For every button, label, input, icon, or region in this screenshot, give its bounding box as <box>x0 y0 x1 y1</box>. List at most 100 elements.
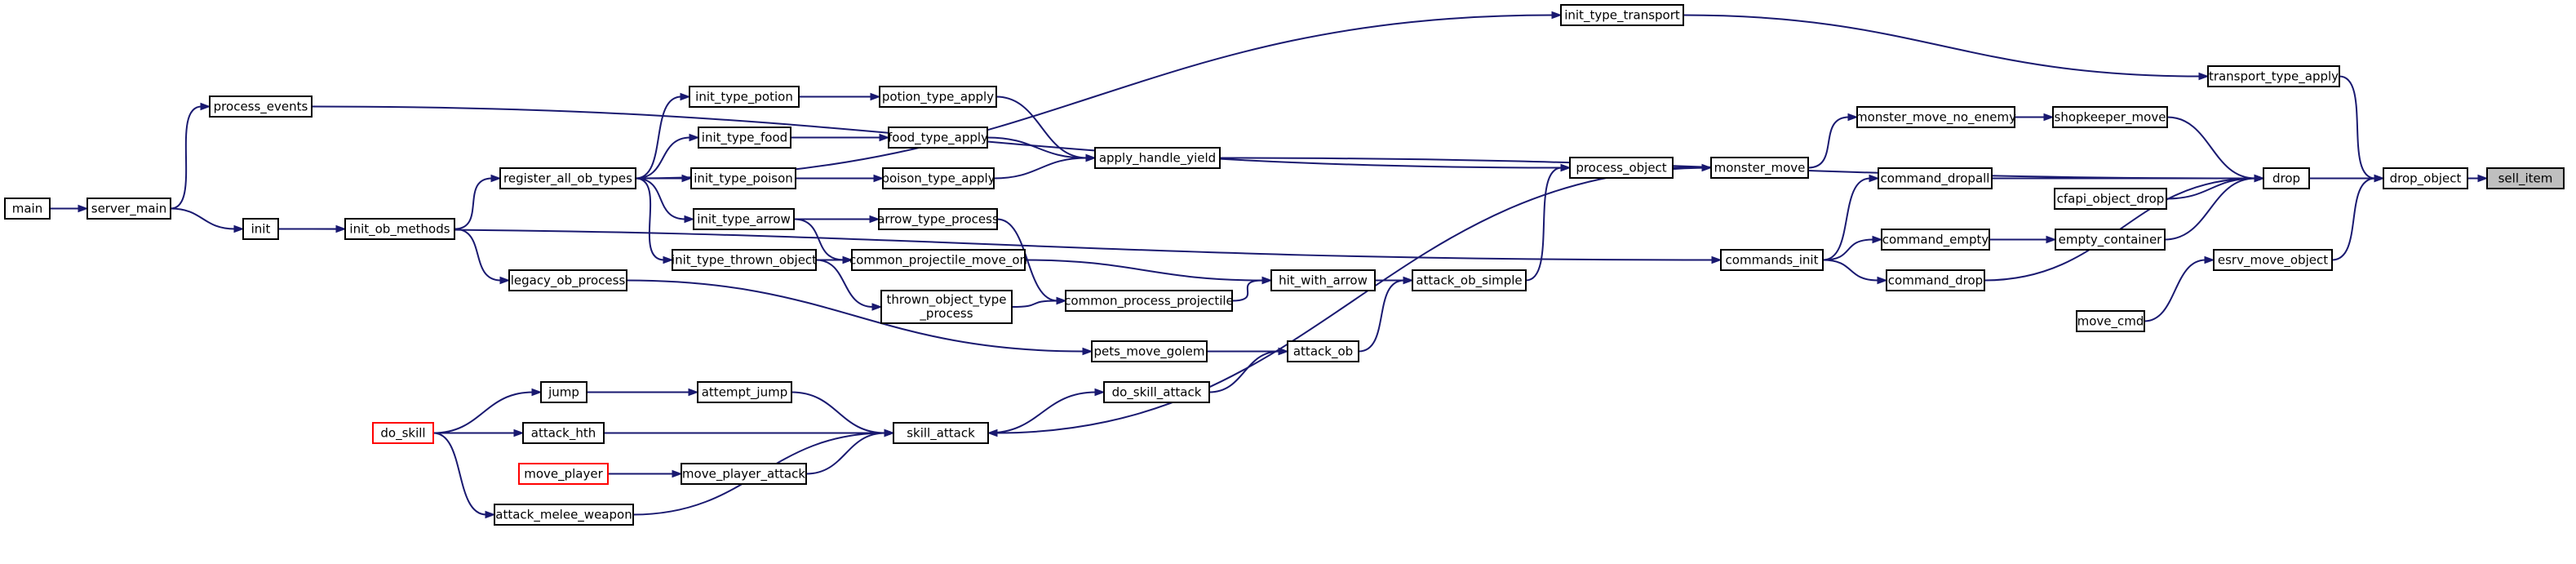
edge-line <box>432 432 487 516</box>
node-box <box>4 198 51 220</box>
edge-line <box>1011 300 1058 308</box>
node-label: thrown_object_type <box>887 292 1007 308</box>
node-attack-melee-weapon[interactable]: attack_melee_weapon <box>494 504 634 526</box>
node-pets-move-golem[interactable]: pets_move_golem <box>1091 340 1208 362</box>
node-box <box>879 86 997 108</box>
edge-common-process-projectile-to-hit-with-arrow <box>1231 276 1273 302</box>
edge-commands-init-to-command-empty <box>1822 235 1883 261</box>
edge-arrowhead <box>1056 296 1067 305</box>
node-box <box>1856 106 2015 128</box>
node-food-type-apply[interactable]: food_type_apply <box>888 127 988 149</box>
node-init-ob-methods[interactable]: init_ob_methods <box>344 218 455 240</box>
node-box <box>522 422 605 444</box>
node-label: move_player_attack <box>682 467 805 482</box>
node-box <box>2055 229 2166 251</box>
node-jump[interactable]: jump <box>540 381 587 403</box>
node-server-main[interactable]: server_main <box>86 198 171 220</box>
node-label: move_player <box>524 467 603 482</box>
node-command-empty[interactable]: command_empty <box>1881 229 1990 251</box>
node-box <box>1094 147 1221 169</box>
node-empty-container[interactable]: empty_container <box>2055 229 2166 251</box>
node-move-player[interactable]: move_player <box>518 463 609 485</box>
edge-arrowhead <box>684 215 695 224</box>
node-main[interactable]: main <box>4 198 51 220</box>
node-do-skill[interactable]: do_skill <box>372 422 434 444</box>
node-potion-type-apply[interactable]: potion_type_apply <box>879 86 997 108</box>
edge-line <box>815 259 874 308</box>
edge-arrowhead <box>1877 276 1888 285</box>
node-apply-handle-yield[interactable]: apply_handle_yield <box>1094 147 1221 169</box>
node-label: skill_attack <box>907 426 975 442</box>
node-register-all-ob-types[interactable]: register_all_ob_types <box>499 167 636 189</box>
node-move-cmd[interactable]: move_cmd <box>2076 310 2145 332</box>
node-thrown-object-type-process[interactable]: thrown_object_type_process <box>880 290 1013 324</box>
node-init-type-thrown-object[interactable]: init_type_thrown_object <box>672 249 817 271</box>
node-attempt-jump[interactable]: attempt_jump <box>697 381 792 403</box>
node-transport-type-apply[interactable]: transport_type_apply <box>2207 65 2340 87</box>
node-command-dropall[interactable]: command_dropall <box>1878 167 1993 189</box>
node-drop-object[interactable]: drop_object <box>2383 167 2468 189</box>
edge-skill-attack-to-do-skill-attack <box>987 388 1106 434</box>
node-legacy-ob-process[interactable]: legacy_ob_process <box>508 269 627 291</box>
node-label: food_type_apply <box>888 131 988 146</box>
edge-line <box>170 207 236 230</box>
node-label: drop_object <box>2390 171 2462 187</box>
node-label: sell_item <box>2498 171 2553 187</box>
edge-arrowhead <box>2374 174 2385 183</box>
node-do-skill-attack[interactable]: do_skill_attack <box>1103 381 1210 403</box>
node-box <box>2213 249 2333 271</box>
node-box <box>1270 269 1376 291</box>
node-label: init_type_potion <box>695 90 793 105</box>
node-drop[interactable]: drop <box>2263 167 2310 189</box>
node-commands-init[interactable]: commands_init <box>1720 249 1824 271</box>
node-common-projectile-move-on[interactable]: common_projectile_move_on <box>849 249 1027 271</box>
edge-arrowhead <box>884 429 895 437</box>
node-common-process-projectile[interactable]: common_process_projectile <box>1064 290 1234 312</box>
node-monster-move[interactable]: monster_move <box>1710 157 1809 179</box>
node-label: shopkeeper_move <box>2055 110 2166 126</box>
node-process-events[interactable]: process_events <box>209 95 313 118</box>
edge-poison-type-apply-to-apply-handle-yield <box>993 153 1097 180</box>
node-init-type-potion[interactable]: init_type_potion <box>689 86 800 108</box>
node-box <box>1569 157 1674 179</box>
node-cfapi-object-drop[interactable]: cfapi_object_drop <box>2054 188 2167 210</box>
node-move-player-attack[interactable]: move_player_attack <box>681 463 807 485</box>
node-init-type-food[interactable]: init_type_food <box>698 127 791 149</box>
node-monster-move-no-enemy[interactable]: monster_move_no_enemy <box>1856 106 2016 128</box>
edge-arrowhead <box>1847 113 1859 122</box>
node-box <box>2207 65 2340 87</box>
node-box <box>672 249 817 271</box>
edge-line <box>1822 177 1871 261</box>
node-command-drop[interactable]: command_drop <box>1886 269 1985 291</box>
node-init-type-arrow[interactable]: init_type_arrow <box>693 208 795 230</box>
node-label: jump <box>548 385 579 400</box>
edge-line <box>454 177 493 230</box>
node-init-type-transport[interactable]: init_type_transport <box>1560 4 1684 26</box>
node-skill-attack[interactable]: skill_attack <box>893 422 989 444</box>
node-attack-ob[interactable]: attack_ob <box>1287 340 1359 362</box>
node-init[interactable]: init <box>242 218 279 240</box>
node-sell-item[interactable]: sell_item <box>2486 167 2565 189</box>
node-label: common_projectile_move_on <box>849 253 1027 269</box>
edge-register-all-ob-types-to-init-type-arrow <box>635 177 695 224</box>
node-esrv-move-object[interactable]: esrv_move_object <box>2213 249 2333 271</box>
node-poison-type-apply[interactable]: poison_type_apply <box>881 167 995 189</box>
edge-init-ob-methods-to-register-all-ob-types <box>454 174 502 230</box>
node-box <box>689 86 800 108</box>
edge-line <box>987 391 1097 434</box>
edge-line <box>1807 116 1850 169</box>
node-box <box>518 463 609 485</box>
node-arrow-type-process[interactable]: arrow_type_process <box>877 208 999 230</box>
edge-arrowhead <box>987 429 998 437</box>
node-attack-ob-simple[interactable]: attack_ob_simple <box>1412 269 1527 291</box>
edge-line <box>1525 167 1563 282</box>
edge-arrowhead <box>1711 255 1723 264</box>
node-init-type-poison[interactable]: init_type_poison <box>690 167 796 189</box>
node-box <box>242 218 279 240</box>
node-shopkeeper-move[interactable]: shopkeeper_move <box>2052 106 2168 128</box>
node-attack-hth[interactable]: attack_hth <box>522 422 605 444</box>
edge-monster-move-to-skill-attack <box>987 167 1712 437</box>
node-hit-with-arrow[interactable]: hit_with_arrow <box>1270 269 1376 291</box>
node-process-object[interactable]: process_object <box>1569 157 1674 179</box>
edge-line <box>1208 350 1280 393</box>
